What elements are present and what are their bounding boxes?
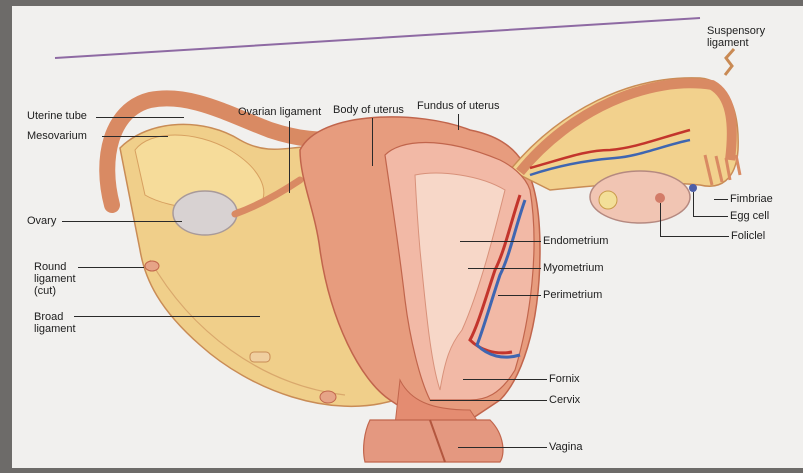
leader-broad-ligament — [74, 316, 260, 317]
leader-uterine-tube — [96, 117, 184, 118]
round-ligament-stub — [145, 261, 159, 271]
leader-body-of-uterus — [372, 118, 373, 166]
label-endometrium: Endometrium — [543, 235, 608, 247]
leader-cervix — [430, 400, 547, 401]
label-myometrium: Myometrium — [543, 262, 604, 274]
label-ovary: Ovary — [27, 215, 56, 227]
label-fornix: Fornix — [549, 373, 580, 385]
follicle-b — [655, 193, 665, 203]
label-ovarian-ligament: Ovarian ligament — [238, 106, 321, 118]
leader-myometrium — [468, 268, 541, 269]
suspensory-ligament-squiggle — [725, 49, 734, 75]
label-uterine-tube: Uterine tube — [27, 110, 87, 122]
leader-folicle-h — [660, 236, 729, 237]
label-fundus-of-uterus: Fundus of uterus — [417, 100, 500, 112]
label-suspensory-ligament: Suspensory ligament — [707, 25, 765, 49]
label-body-of-uterus: Body of uterus — [333, 104, 404, 116]
leader-egg-cell-h — [693, 216, 728, 217]
label-egg-cell: Egg cell — [730, 210, 769, 222]
follicle-a — [599, 191, 617, 209]
page-curve-line — [55, 18, 700, 58]
leader-round-ligament — [78, 267, 144, 268]
leader-ovarian-ligament — [289, 121, 290, 193]
label-broad-ligament: Broad ligament — [34, 311, 76, 335]
egg-cell-dot — [689, 184, 697, 192]
label-folicle: Foliclel — [731, 230, 765, 242]
ovary — [173, 191, 237, 235]
label-round-ligament: Round ligament (cut) — [34, 261, 76, 297]
leader-perimetrium — [498, 295, 541, 296]
leader-ovary — [62, 221, 182, 222]
leader-endometrium — [460, 241, 541, 242]
leader-folicle-v — [660, 203, 661, 236]
ligament-stub-bottom — [320, 391, 336, 403]
label-cervix: Cervix — [549, 394, 580, 406]
leader-mesovarium — [102, 136, 168, 137]
label-mesovarium: Mesovarium — [27, 130, 87, 142]
label-vagina: Vagina — [549, 441, 582, 453]
leader-fornix — [463, 379, 547, 380]
label-perimetrium: Perimetrium — [543, 289, 602, 301]
label-fimbriae: Fimbriae — [730, 193, 773, 205]
ligament-stub-lower — [250, 352, 270, 362]
leader-vagina — [458, 447, 547, 448]
leader-fimbriae — [714, 199, 728, 200]
leader-egg-cell-v — [693, 192, 694, 216]
leader-fundus-of-uterus — [458, 114, 459, 130]
